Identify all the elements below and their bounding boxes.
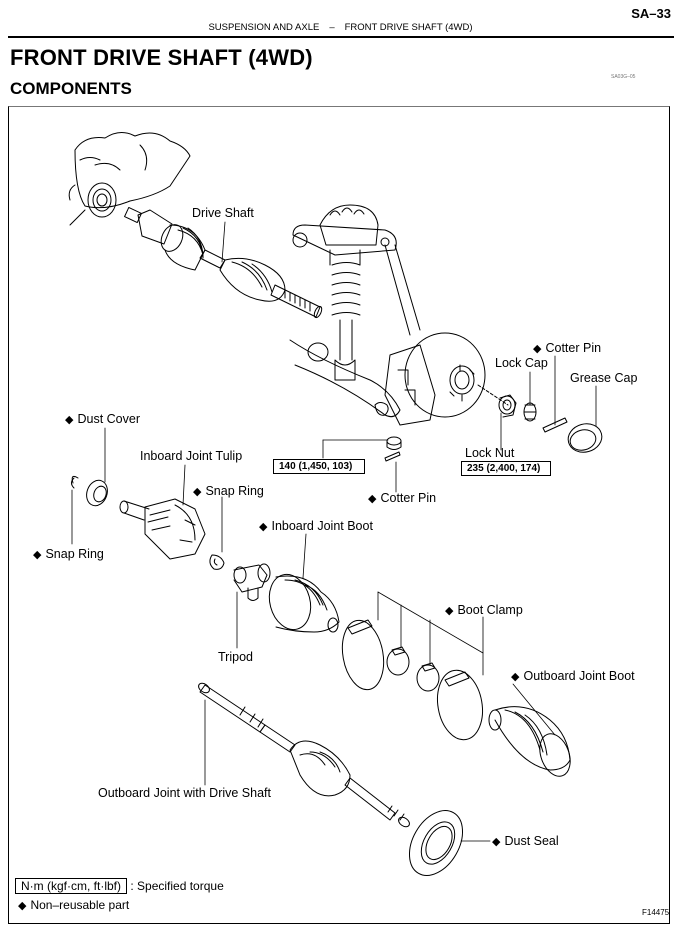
non-reusable-diamond-icon: ◆ (511, 671, 520, 683)
non-reusable-diamond-icon: ◆ (65, 414, 74, 426)
header-rule (8, 36, 674, 38)
outboard-shaft-drawing (198, 682, 410, 828)
label-inboard-joint-tulip: Inboard Joint Tulip (140, 449, 243, 463)
outboard-boot-drawing (488, 706, 571, 777)
section-title: COMPONENTS (10, 79, 132, 98)
inboard-boot-drawing (268, 573, 340, 633)
non-reusable-diamond-icon: ◆ (368, 493, 377, 505)
differential-housing-drawing (68, 132, 191, 226)
document-code: SA03G–05 (611, 74, 636, 80)
label-cotter-pin-knuckle: ◆Cotter Pin (368, 491, 437, 505)
label-cotter-pin-hub: ◆Cotter Pin (533, 341, 602, 355)
tripod-drawing (233, 563, 271, 601)
label-grease-cap: Grease Cap (570, 371, 638, 385)
boot-clamps-drawing (341, 619, 484, 741)
torque-spec-knuckle-nut: 140 (1,450, 103) (273, 459, 365, 474)
non-reusable-diamond-icon: ◆ (33, 549, 42, 561)
non-reusable-diamond-icon: ◆ (259, 521, 268, 533)
label-outboard-joint-with-drive-shaft: Outboard Joint with Drive Shaft (98, 786, 271, 800)
header-section: SUSPENSION AND AXLE (208, 22, 320, 33)
page-number: SA–33 (631, 6, 671, 21)
label-dust-seal: ◆Dust Seal (492, 834, 559, 848)
running-header: SUSPENSION AND AXLE–FRONT DRIVE SHAFT (4… (0, 22, 681, 33)
label-inboard-joint-boot: ◆Inboard Joint Boot (259, 519, 373, 533)
drive-shaft-drawing (124, 207, 323, 319)
label-boot-clamp: ◆Boot Clamp (445, 603, 523, 617)
figure-id: F14475 (642, 908, 670, 917)
legend-torque-unit: N·m (kgf·cm, ft·lbf) (15, 878, 127, 894)
diagram-frame (8, 106, 670, 924)
knuckle-strut-drawing (289, 204, 486, 426)
legend-non-reusable: ◆Non–reusable part (18, 898, 129, 912)
legend-non-reusable-desc: Non–reusable part (30, 898, 130, 912)
inboard-parts-drawing (71, 475, 225, 570)
torque-spec-lock-nut: 235 (2,400, 174) (461, 461, 551, 476)
legend-torque: N·m (kgf·cm, ft·lbf) : Specified torque (15, 878, 224, 894)
non-reusable-diamond-icon: ◆ (445, 605, 454, 617)
header-subsection: FRONT DRIVE SHAFT (4WD) (344, 22, 473, 33)
page-title: FRONT DRIVE SHAFT (4WD) (10, 45, 313, 70)
label-drive-shaft: Drive Shaft (192, 206, 254, 220)
label-snap-ring-upper: ◆Snap Ring (193, 484, 264, 498)
label-dust-cover: ◆Dust Cover (65, 412, 140, 426)
dust-seal-drawing (408, 810, 464, 876)
header-separator: – (329, 22, 335, 33)
non-reusable-diamond-icon: ◆ (18, 900, 27, 912)
non-reusable-diamond-icon: ◆ (193, 486, 202, 498)
label-tripod: Tripod (218, 650, 253, 664)
leader-lines (71, 221, 597, 842)
label-lock-cap: Lock Cap (495, 356, 548, 370)
label-lock-nut: Lock Nut (465, 446, 515, 460)
label-outboard-joint-boot: ◆Outboard Joint Boot (511, 669, 635, 683)
non-reusable-diamond-icon: ◆ (533, 343, 542, 355)
non-reusable-diamond-icon: ◆ (492, 836, 501, 848)
legend-torque-desc: : Specified torque (130, 879, 224, 893)
label-snap-ring-left: ◆Snap Ring (33, 547, 104, 561)
